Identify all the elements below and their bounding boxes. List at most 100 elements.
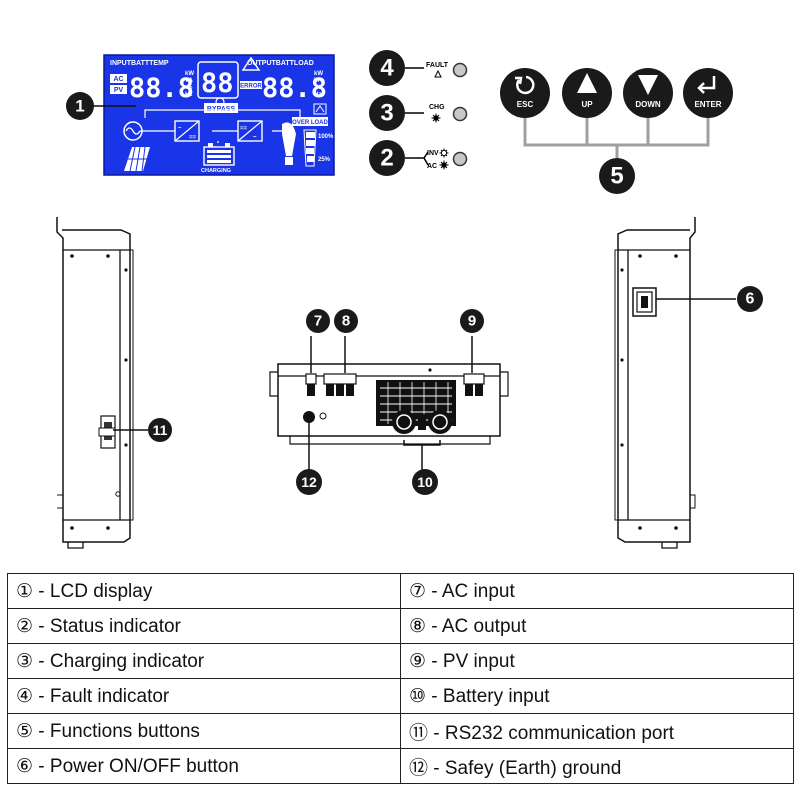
legend-cell: ④ - Fault indicator	[7, 678, 401, 714]
legend-cell: ③ - Charging indicator	[7, 643, 401, 679]
lcd-pv-tag: PV	[114, 87, 124, 94]
fault-label: FAULT	[426, 62, 449, 69]
down-button[interactable]: DOWN	[623, 68, 673, 118]
legend-row: ③ - Charging indicator ⑨ - PV input	[7, 643, 794, 679]
status-led	[452, 151, 468, 167]
legend-cell: ② - Status indicator	[7, 608, 401, 644]
callout-5: 5	[599, 158, 635, 194]
left-side-view	[56, 217, 148, 549]
lcd-pct-25: 25%	[318, 157, 331, 163]
legend-cell: ⑩ - Battery input	[400, 678, 794, 714]
callout-4: 4	[369, 50, 405, 86]
legend-cell: ⑦ - AC input	[400, 573, 794, 609]
callout-number: 7	[314, 313, 322, 330]
esc-button[interactable]: ESC	[500, 68, 550, 118]
lcd-left-digits: 88.8	[129, 73, 194, 104]
rs232-port[interactable]	[98, 415, 116, 449]
callout-12: 12	[296, 469, 322, 495]
lcd-unit: %	[316, 85, 322, 91]
chg-label: CHG	[429, 104, 445, 111]
inv-sun-icon	[439, 148, 449, 158]
lcd-unit: %	[187, 85, 193, 91]
return-arrow-icon	[700, 76, 716, 90]
legend-row: ② - Status indicator ⑧ - AC output	[7, 608, 794, 644]
inv-label: INV	[427, 150, 439, 157]
ac-label: AC	[427, 163, 437, 170]
right-side-view	[614, 217, 736, 549]
charging-indicator: CHG	[405, 104, 468, 123]
svg-text:==: ==	[240, 126, 248, 132]
svg-text:==: ==	[189, 135, 197, 141]
lcd-error-label: ERROR	[240, 84, 262, 90]
lcd-pct-100: 100%	[318, 134, 334, 140]
triangle-up-icon	[577, 73, 597, 93]
lcd-input-label: INPUTBATTTEMP	[110, 60, 169, 67]
lcd-unit: Hz	[185, 92, 192, 98]
svg-text:~: ~	[253, 135, 257, 141]
legend-cell: ⑥ - Power ON/OFF button	[7, 748, 401, 784]
fault-indicator: FAULT	[405, 62, 468, 78]
lcd-output-label: OUTPUTBATTLOAD	[247, 60, 314, 67]
inverter-diagram: INPUTBATTTEMP OUTPUTBATTLOAD AC PV 88.8 …	[56, 50, 763, 549]
lcd-warning-icon	[241, 56, 261, 71]
lcd-right-units: kW VA % Hz	[314, 71, 323, 98]
callout-number: 8	[342, 313, 350, 330]
callout-7: 7	[306, 309, 330, 333]
callout-number: 6	[746, 291, 755, 308]
lcd-grid-ac-icon	[123, 121, 143, 141]
callout-6: 6	[737, 286, 763, 312]
power-switch[interactable]	[632, 287, 657, 317]
lcd-overload-label: OVER LOAD	[292, 120, 328, 126]
lcd-unit: kW	[314, 71, 323, 77]
callout-2: 2	[369, 140, 405, 176]
pv-input-terminal[interactable]	[463, 373, 485, 396]
lcd-unit: Hz	[314, 92, 321, 98]
enter-button[interactable]: ENTER	[683, 68, 733, 118]
legend-row: ④ - Fault indicator ⑩ - Battery input	[7, 678, 794, 714]
lcd-battery-icon	[203, 143, 235, 166]
legend-cell: ⑧ - AC output	[400, 608, 794, 644]
legend-row: ⑤ - Functions buttons ⑪ - RS232 communic…	[7, 713, 794, 749]
lcd-load-bars	[303, 129, 317, 167]
status-indicator: INV AC	[405, 148, 468, 170]
lcd-bulb-icon	[282, 122, 296, 165]
function-buttons: ESC UP DOWN ENTER	[500, 68, 733, 160]
ac-sun-icon	[439, 160, 449, 170]
legend-cell: ⑪ - RS232 communication port	[400, 713, 794, 749]
lcd-right-digits: 88.8	[262, 73, 327, 104]
bottom-view	[269, 336, 509, 470]
legend-cell: ⑨ - PV input	[400, 643, 794, 679]
legend-cell: ⑤ - Functions buttons	[7, 713, 401, 749]
callout-10: 10	[412, 469, 438, 495]
lcd-mid-digits: 88	[201, 68, 234, 99]
chg-sun-icon	[431, 113, 441, 123]
down-label: DOWN	[635, 100, 661, 109]
lcd-solar-panel-icon	[124, 146, 150, 172]
lcd-left-units: kW VA % Hz	[185, 71, 194, 98]
callout-number: 2	[380, 145, 393, 172]
up-button[interactable]: UP	[562, 68, 612, 118]
callout-number: 9	[468, 313, 476, 330]
callout-9: 9	[460, 309, 484, 333]
legend-cell: ① - LCD display	[7, 573, 401, 609]
lcd-charger-box-icon: ~ ==	[174, 120, 200, 142]
triangle-down-icon	[638, 75, 658, 95]
enter-label: ENTER	[694, 100, 721, 109]
callout-number: 1	[75, 97, 84, 116]
callout-11: 11	[148, 418, 172, 442]
svg-text:~: ~	[178, 126, 182, 132]
lcd-ac-tag: AC	[113, 76, 123, 83]
battery-terminals[interactable]	[392, 410, 452, 434]
ac-input-terminal[interactable]	[305, 373, 317, 396]
earth-ground-terminal[interactable]	[303, 411, 327, 423]
lcd-load-indicator-icon	[313, 103, 327, 115]
callout-number: 3	[380, 100, 393, 127]
ac-output-terminal[interactable]	[323, 373, 357, 396]
lcd-display: INPUTBATTTEMP OUTPUTBATTLOAD AC PV 88.8 …	[103, 54, 335, 176]
callout-number: 10	[417, 474, 433, 490]
callout-number: 5	[610, 163, 623, 190]
legend-row: ⑥ - Power ON/OFF button ⑫ - Safey (Earth…	[7, 748, 794, 784]
legend-cell: ⑫ - Safey (Earth) ground	[400, 748, 794, 784]
lcd-inverter-box-icon: == ~	[237, 120, 263, 142]
callout-3: 3	[369, 95, 405, 131]
